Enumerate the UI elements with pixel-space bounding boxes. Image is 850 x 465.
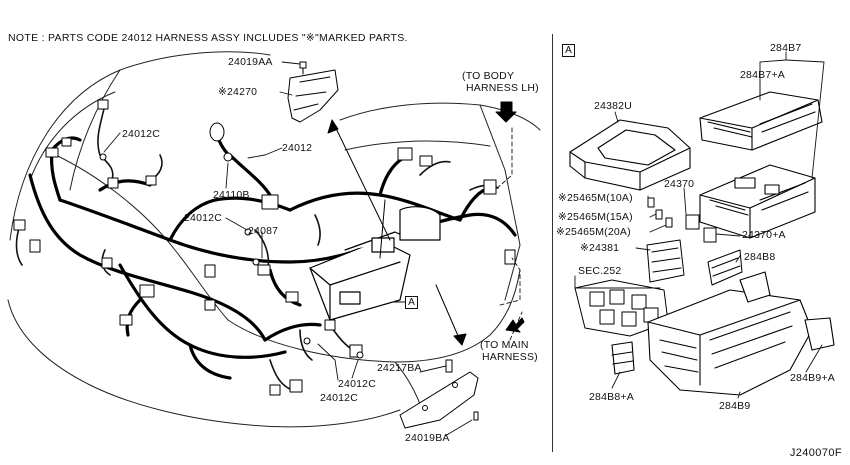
label-25465M-15A: ※25465M(15A) [558, 211, 633, 223]
label-24019AA: 24019AA [228, 56, 273, 68]
section-a-marker: A [562, 44, 575, 57]
label-25465M-20A: ※25465M(20A) [556, 226, 631, 238]
label-24381: ※24381 [580, 242, 620, 254]
label-284B7: 284B7 [770, 42, 802, 54]
section-a-reference: A [405, 296, 418, 309]
label-to-main-harness-line1: (TO MAIN [480, 339, 529, 351]
label-24087: 24087 [248, 225, 279, 237]
label-24382U: 24382U [594, 100, 632, 112]
label-24370: 24370 [664, 178, 695, 190]
fuse-block-housing [699, 164, 816, 239]
label-24270: ※24270 [218, 86, 258, 98]
label-284B8A: 284B8+A [589, 391, 634, 403]
label-to-body-harness-line2: HARNESS LH) [466, 82, 539, 94]
leader-lines-left [103, 61, 473, 437]
label-24012C-bottom: 24012C [338, 378, 376, 390]
relays-fuses [646, 197, 743, 286]
bracket-24217BA [399, 359, 479, 429]
label-284B7A: 284B7+A [740, 69, 785, 81]
cover-284B7 [699, 91, 823, 151]
label-sec252: SEC.252 [578, 265, 622, 277]
leader-lines-right [574, 51, 825, 399]
label-24012C-bottom-2: 24012C [320, 392, 358, 404]
engine-room-fuse-module [309, 206, 441, 321]
relay-group-sec252 [574, 279, 669, 337]
cover-24382U [569, 119, 691, 191]
note-text: NOTE : PARTS CODE 24012 HARNESS ASSY INC… [8, 32, 408, 44]
pointer-arrows [327, 101, 525, 346]
label-24012C-mid: 24012C [184, 212, 222, 224]
label-25465M-10A: ※25465M(10A) [558, 192, 633, 204]
dashed-leaders [494, 127, 523, 341]
label-24110B: 24110B [213, 189, 250, 201]
clips-bolts [99, 122, 364, 359]
label-284B8: 284B8 [744, 251, 776, 263]
label-284B9A: 284B9+A [790, 372, 835, 384]
label-24012: 24012 [282, 142, 313, 154]
bracket-24270 [287, 61, 339, 123]
wire-branches [15, 104, 499, 391]
label-to-main-harness-line2: HARNESS) [482, 351, 538, 363]
vehicle-body-outline [7, 51, 541, 428]
label-24370A: 24370+A [742, 229, 786, 241]
housing-284B9 [611, 271, 835, 396]
section-divider [552, 34, 553, 452]
diagram-code: J240070F [789, 447, 842, 459]
label-24012C-top: 24012C [122, 128, 160, 140]
label-24217BA: 24217BA [377, 362, 422, 374]
label-284B9: 284B9 [719, 400, 751, 412]
label-to-body-harness-line1: (TO BODY [462, 70, 515, 82]
label-24019BA: 24019BA [405, 432, 450, 444]
harness-connectors [13, 99, 516, 396]
